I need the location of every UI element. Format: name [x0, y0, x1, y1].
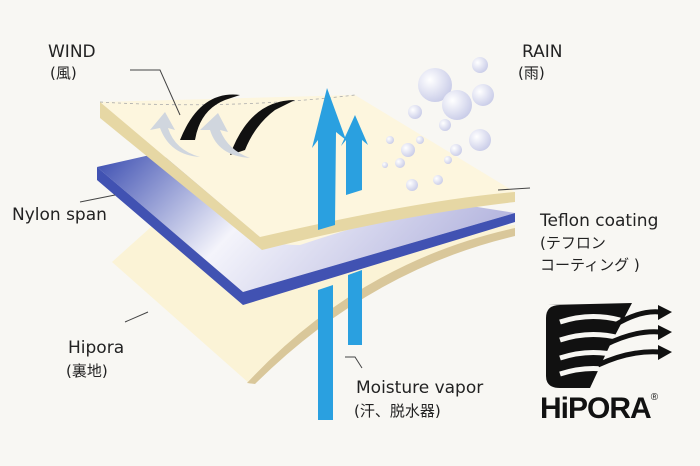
registered-mark: ® [650, 392, 658, 403]
nylon-span-label: Nylon span [12, 205, 107, 225]
teflon-label-jp2: コーティング ) [540, 256, 640, 274]
wind-label: WIND [48, 42, 96, 62]
hipora-label: Hipora [68, 338, 125, 358]
teflon-label-jp1: (テフロン [540, 234, 606, 252]
rain-label: RAIN [522, 42, 563, 62]
moisture-vapor-label-jp: (汗、脱水器) [354, 402, 441, 420]
moisture-vapor-label: Moisture vapor [356, 378, 484, 398]
leader-lines [79, 69, 531, 369]
hipora-logo-icon [546, 303, 672, 388]
moisture-vapor-arrow-icon [312, 88, 368, 420]
rain-drops-icon [382, 57, 494, 191]
outer-fabric-layer [99, 94, 515, 250]
logo-wordmark: HiPORA [540, 392, 652, 425]
hipora-logo-text: HiPORA® [540, 392, 658, 426]
wind-label-jp: (風) [50, 64, 77, 82]
teflon-label: Teflon coating [540, 211, 659, 231]
wind-arrow-icon [150, 94, 295, 158]
rain-label-jp: (雨) [518, 64, 545, 82]
hipora-label-jp: (裏地) [66, 362, 108, 380]
